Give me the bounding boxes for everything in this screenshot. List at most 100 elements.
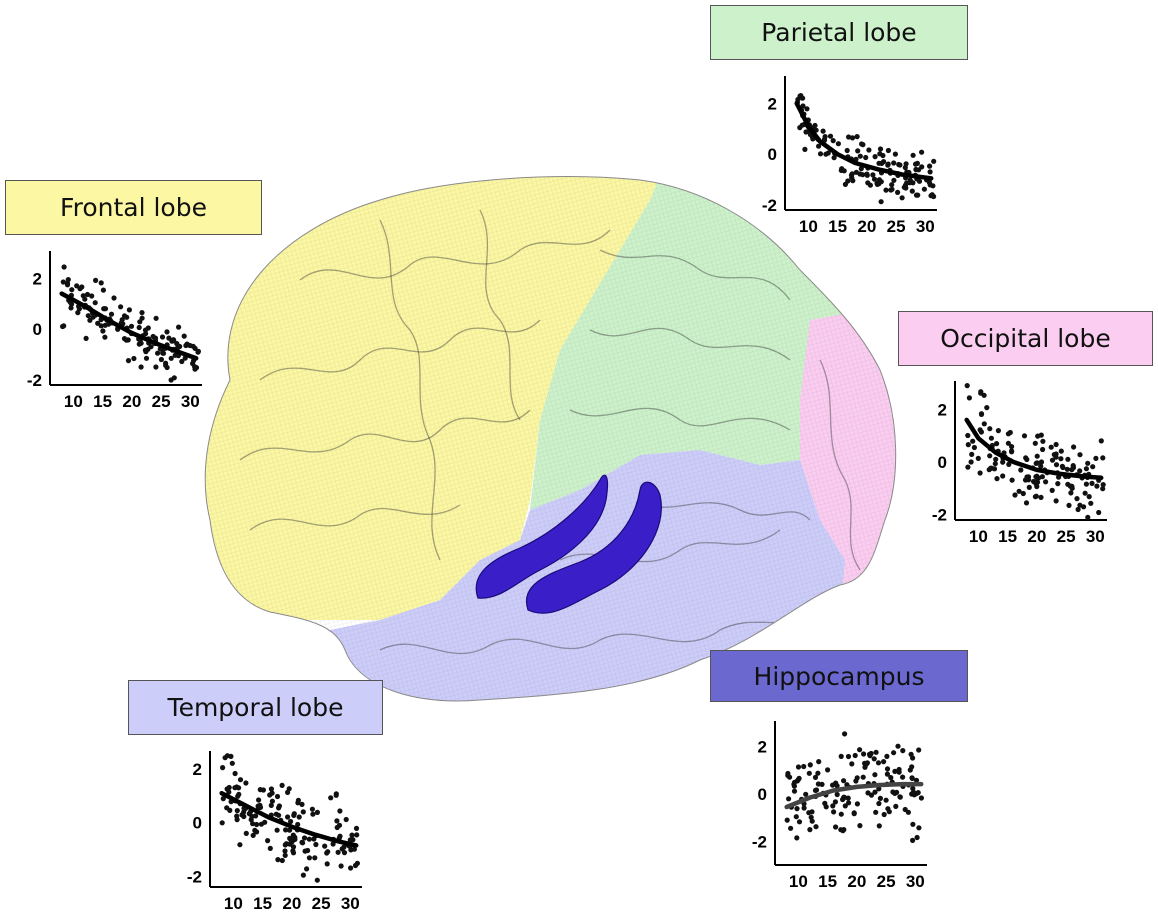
data-point xyxy=(876,800,882,807)
data-point xyxy=(807,827,813,833)
data-point xyxy=(817,151,824,157)
data-point xyxy=(795,764,802,770)
data-point xyxy=(981,392,987,398)
data-point xyxy=(128,323,135,329)
data-point xyxy=(322,843,328,849)
x-tick-label: 10 xyxy=(969,527,988,546)
data-point xyxy=(878,199,884,205)
data-point xyxy=(978,411,985,417)
data-point xyxy=(306,855,312,861)
data-point xyxy=(970,438,976,444)
data-point xyxy=(787,774,793,780)
data-point xyxy=(65,277,71,283)
data-point xyxy=(61,323,67,329)
data-point xyxy=(835,141,841,147)
data-point xyxy=(858,166,864,172)
data-point xyxy=(834,791,840,798)
data-point xyxy=(268,802,274,808)
data-point xyxy=(1016,488,1022,494)
data-point xyxy=(1077,452,1083,458)
data-point xyxy=(351,846,357,852)
data-point xyxy=(1070,465,1077,471)
data-point xyxy=(1055,481,1061,487)
data-point xyxy=(234,817,240,823)
data-point xyxy=(899,195,905,201)
data-point xyxy=(84,291,91,298)
data-point xyxy=(971,444,977,451)
data-point xyxy=(100,328,106,334)
data-point xyxy=(791,781,797,787)
data-point xyxy=(807,762,813,768)
data-point xyxy=(295,797,301,803)
data-point xyxy=(1083,466,1089,472)
data-point xyxy=(800,95,806,101)
data-point xyxy=(910,152,916,158)
trend-line xyxy=(59,291,199,361)
data-point xyxy=(793,814,799,820)
data-point xyxy=(825,767,831,773)
data-point xyxy=(1096,509,1102,516)
data-point xyxy=(883,797,889,803)
data-point xyxy=(849,135,856,141)
data-point xyxy=(832,799,838,805)
data-point xyxy=(1051,452,1057,458)
data-point xyxy=(905,809,911,815)
data-point xyxy=(926,180,933,186)
data-point xyxy=(1100,486,1106,492)
data-point xyxy=(166,335,172,341)
x-tick-label: 15 xyxy=(818,872,837,891)
data-point xyxy=(1049,487,1055,493)
data-point xyxy=(854,134,860,140)
data-point xyxy=(819,781,825,787)
data-point xyxy=(79,284,85,290)
data-point xyxy=(334,818,340,824)
data-point xyxy=(306,836,312,842)
data-point xyxy=(870,172,876,178)
data-point xyxy=(919,149,925,155)
data-point xyxy=(102,306,109,312)
trend-line xyxy=(784,781,924,810)
data-point xyxy=(872,772,878,778)
x-tick-label: 25 xyxy=(887,217,906,236)
data-point xyxy=(234,808,240,814)
data-point xyxy=(83,335,89,341)
data-point xyxy=(1090,464,1096,470)
data-point xyxy=(916,747,922,753)
data-point xyxy=(1049,457,1056,463)
data-point xyxy=(192,364,198,370)
data-point xyxy=(76,306,82,312)
data-point xyxy=(164,329,170,335)
y-tick-label: 0 xyxy=(758,785,767,804)
data-point xyxy=(784,817,790,823)
data-point xyxy=(258,821,264,827)
data-point xyxy=(328,795,334,801)
data-point xyxy=(866,751,873,757)
data-point xyxy=(1020,490,1026,497)
data-point xyxy=(155,350,161,356)
data-point xyxy=(1040,438,1046,444)
data-point xyxy=(1088,500,1094,506)
data-point xyxy=(343,816,349,823)
data-point xyxy=(992,461,998,467)
data-point xyxy=(164,364,170,371)
data-point xyxy=(896,769,902,775)
data-point xyxy=(89,293,95,299)
data-point xyxy=(250,821,256,827)
data-point xyxy=(219,820,225,826)
data-point xyxy=(1038,463,1044,469)
data-point xyxy=(788,825,794,831)
data-point xyxy=(796,819,803,825)
y-tick-label: -2 xyxy=(187,867,202,886)
data-point xyxy=(909,764,915,770)
data-point xyxy=(174,341,180,347)
data-point xyxy=(1066,502,1072,508)
data-point xyxy=(220,765,226,771)
y-tick-label: -2 xyxy=(27,371,42,390)
x-tick-label: 25 xyxy=(152,392,171,411)
x-tick-label: 30 xyxy=(916,217,935,236)
data-point xyxy=(830,138,836,144)
data-point xyxy=(250,832,256,838)
data-point xyxy=(69,287,75,293)
